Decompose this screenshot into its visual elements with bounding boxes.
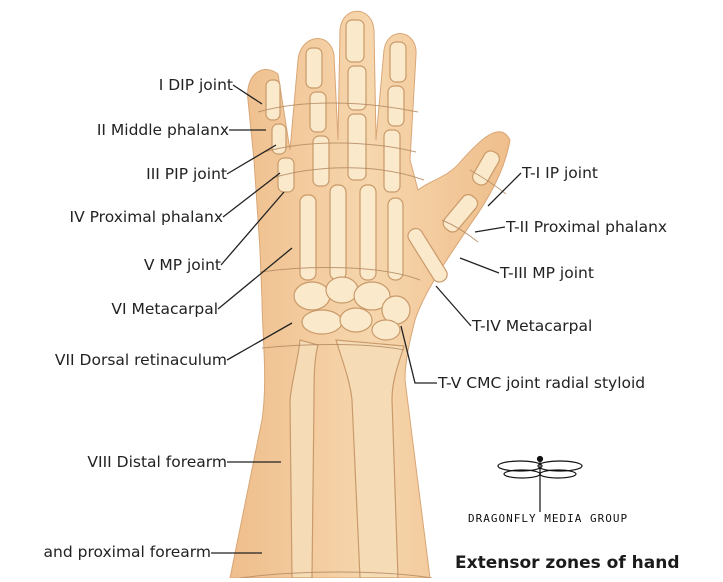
zone-label-T-V: T-V CMC joint radial styloid [438, 374, 645, 392]
zone-label-VIII: VIII Distal forearm [87, 453, 227, 471]
dragonfly-logo [498, 457, 582, 513]
zone-label-VII: VII Dorsal retinaculum [55, 351, 227, 369]
zone-label-II: II Middle phalanx [97, 121, 229, 139]
zone-label-V: V MP joint [144, 256, 221, 274]
zone-label-T-I: T-I IP joint [522, 164, 598, 182]
zone-label-III: III PIP joint [146, 165, 227, 183]
zone-label-T-III: T-III MP joint [500, 264, 594, 282]
zone-label-IV: IV Proximal phalanx [70, 208, 224, 226]
publisher-logo-text: DRAGONFLY MEDIA GROUP [468, 512, 628, 525]
zone-label-T-IV: T-IV Metacarpal [472, 317, 592, 335]
zone-label-IX: and proximal forearm [44, 543, 211, 561]
figure-caption: Extensor zones of hand [455, 553, 680, 573]
zone-label-VI: VI Metacarpal [111, 300, 218, 318]
zone-label-T-II: T-II Proximal phalanx [506, 218, 667, 236]
leader-T-II [475, 227, 505, 232]
leader-T-IV [436, 286, 471, 326]
leader-T-III [460, 258, 499, 273]
zone-label-I: I DIP joint [159, 76, 233, 94]
